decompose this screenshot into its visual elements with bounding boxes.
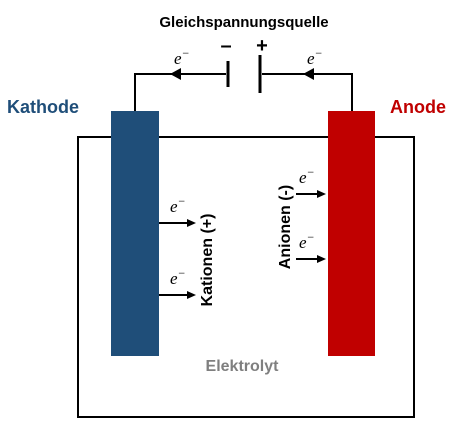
anion-label: Anionen (-)	[277, 185, 294, 269]
electrolyte-label: Elektrolyt	[206, 358, 280, 375]
electron-charge: −	[182, 46, 190, 60]
electron-charge: −	[178, 194, 186, 208]
cation-label: Kationen (+)	[199, 214, 216, 307]
electrolyte-container	[77, 136, 415, 418]
electron-label-anode-upper: e−	[299, 165, 315, 187]
electron-charge: −	[178, 266, 186, 280]
wire-left	[134, 73, 226, 111]
battery-plus-sign: +	[256, 35, 268, 57]
electron-label-cathode-lower: e−	[170, 266, 186, 288]
electron-label-anode-lower: e−	[299, 230, 315, 252]
wire-arrow-right	[303, 68, 314, 80]
electron-symbol: e	[174, 49, 182, 68]
wire-right	[262, 73, 353, 111]
anode-label: Anode	[390, 97, 446, 117]
source-label: Gleichspannungsquelle	[159, 14, 328, 31]
cathode-electrode	[111, 111, 159, 356]
battery-minus-sign: –	[220, 35, 231, 57]
electron-symbol: e	[170, 197, 178, 216]
svg-text:e−: e−	[307, 46, 323, 68]
svg-text:e−: e−	[170, 266, 186, 288]
cathode-arrow-upper-head	[187, 219, 196, 227]
cathode-arrow-lower-head	[187, 291, 196, 299]
electron-label-wire-right: e−	[307, 46, 323, 68]
anode-electrode	[328, 111, 375, 356]
svg-text:e−: e−	[299, 230, 315, 252]
electron-label-wire-left: e−	[174, 46, 190, 68]
wire-arrow-left	[170, 68, 181, 80]
electron-charge: −	[315, 46, 323, 60]
electron-symbol: e	[299, 168, 307, 187]
anode-arrow-lower-head	[317, 255, 326, 263]
electron-symbol: e	[307, 49, 315, 68]
electron-charge: −	[307, 165, 315, 179]
svg-text:e−: e−	[299, 165, 315, 187]
svg-text:e−: e−	[174, 46, 190, 68]
svg-text:e−: e−	[170, 194, 186, 216]
electron-label-cathode-upper: e−	[170, 194, 186, 216]
electron-charge: −	[307, 230, 315, 244]
cathode-label: Kathode	[7, 97, 79, 117]
electron-symbol: e	[170, 269, 178, 288]
electron-symbol: e	[299, 233, 307, 252]
anode-arrow-upper-head	[317, 190, 326, 198]
